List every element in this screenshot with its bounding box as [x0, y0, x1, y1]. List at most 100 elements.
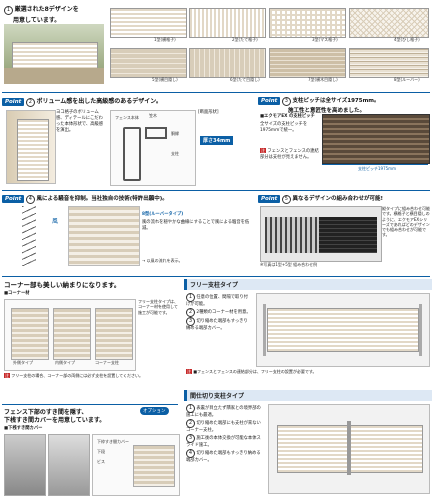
item-number: 3	[186, 434, 195, 443]
free-post-item: 3 切り縮めた端部もすっきり納める端部カバー。	[186, 317, 252, 332]
section-volume: Point 2 ボリューム感を出した高級感のあるデザイン。 ヨコ格子のボリューム…	[2, 96, 252, 188]
design-label: 7型(横木目隠し)	[308, 77, 338, 82]
corner-text: フリー支柱タイプは、コーナー材を使用して施工が可能です。	[138, 299, 178, 315]
point-tag: Point	[258, 97, 281, 105]
free-post-item: 1 任意の位置、間隔で取り付けが可能。	[186, 293, 252, 308]
section-number: 1	[4, 6, 13, 15]
intermediate-post-list: 1 表裏が目立たず隣家との境界部の施工にも最適。 2 切り縮めた端部にも支柱が来…	[186, 404, 264, 464]
section-combination: Point 5 異なるデザインの組み合わせが可能! 縦タイプに組み合わせ可能です…	[258, 194, 430, 274]
corner-label: 外側タイプ	[13, 360, 33, 365]
gap-diagram: 下枠すき間カバー 下段 ビス	[92, 434, 180, 496]
gap-label: ビス	[97, 459, 105, 464]
design-label: 3型(マス格子)	[312, 37, 338, 42]
divider	[2, 276, 430, 277]
warning-mark: 注	[260, 148, 266, 153]
gap-photo-1	[4, 434, 46, 496]
combination-title: 異なるデザインの組み合わせが可能!	[292, 196, 383, 202]
corner-title: コーナー部も美しい納まりになります。	[4, 281, 121, 289]
item-text: 切り縮めた端部にも支柱が来ないコーナー支柱。	[186, 421, 261, 433]
diagram-label: フェンス本体	[115, 115, 139, 120]
design-label: 5型(横目隠し)	[152, 77, 178, 82]
free-post-list: 1 任意の位置、間隔で取り付けが可能。 2 2種類のコーナー材を用意。 3 切り…	[186, 293, 252, 332]
free-post-note: 注 ■フェンスとフェンスの連結部分は、フリー支柱の設置が必要です。	[186, 369, 426, 375]
intermediate-post-item: 1 表裏が目立たず隣家との境界部の施工にも最適。	[186, 404, 264, 419]
design-label: 4型(ひし格子)	[394, 37, 420, 42]
louver-photo	[68, 206, 140, 266]
diagram-label: 胴縁	[171, 131, 179, 136]
section-wind: Point 4 風による騒音を抑制。当社独自の技術(特許出願中)。 風 8型(ル…	[2, 194, 254, 274]
corner-label: 内側タイプ	[55, 360, 75, 365]
pitch-sub: ■エクモアEX の支柱ピッチ	[260, 114, 315, 119]
corner-note: 注 フリー支柱の場合、コーナー部の両側には必ず支柱を設置してください。	[4, 373, 180, 379]
diagram-label: 笠木	[149, 113, 157, 118]
item-number: 1	[186, 404, 195, 413]
pitch-photo	[322, 114, 430, 164]
volume-heading: Point 2 ボリューム感を出した高級感のあるデザイン。	[2, 96, 252, 107]
corner-diagrams: 外側タイプ 内側タイプ コーナー支柱	[4, 299, 136, 371]
item-number: 3	[186, 317, 195, 326]
item-text: 切り縮めた端部もすっきり納める端部カバー。	[186, 319, 248, 331]
section-number: 2	[25, 98, 35, 107]
design-thumb-3	[269, 8, 346, 38]
intermediate-post-title: 間仕切り支柱タイプ	[184, 390, 432, 401]
design-thumb-5	[110, 48, 187, 78]
option-badge: オプション	[140, 407, 169, 415]
item-text: 切り縮めた端部もすっきり納める端部カバー。	[186, 451, 261, 463]
free-post-item: 2 2種類のコーナー材を用意。	[186, 308, 252, 317]
wind-legend: → 以風の流れを表示。	[142, 258, 183, 263]
divider	[2, 190, 430, 191]
divider	[2, 404, 178, 405]
pitch-text: 全サイズの支柱ピッチを1975mmで統一。	[260, 122, 308, 133]
design-label: 1型(横格子)	[154, 37, 176, 42]
item-text: 表裏が目立たず隣家との境界部の施工にも最適。	[186, 406, 261, 418]
item-number: 2	[186, 419, 195, 428]
design-thumb-2	[189, 8, 266, 38]
design-label: 8型(ルーバー)	[394, 77, 420, 82]
pitch-heading: Point 3 支柱ピッチは全サイズ1975mm。 施工性と意匠性を高めました。	[258, 96, 380, 114]
design-thumb-6	[189, 48, 266, 78]
design-thumb-4	[349, 8, 429, 38]
designs-title-line2: 用意しています。	[13, 17, 61, 24]
intermediate-post-item: 4 切り縮めた端部もすっきり納める端部カバー。	[186, 449, 264, 464]
section-number: 3	[281, 97, 291, 106]
warning-mark: 注	[4, 373, 10, 378]
free-post-photo	[256, 293, 430, 367]
wind-title: 風による騒音を抑制。当社独自の技術(特許出願中)。	[36, 196, 168, 202]
point-tag: Point	[2, 98, 25, 106]
corner-sub: ■コーナー材	[4, 291, 30, 296]
wind-legend-text: 以風の流れを表示。	[146, 258, 183, 263]
diagram-label: 支柱	[171, 151, 179, 156]
pitch-note-text: フェンスとフェンスの連結部分は支柱が見えません。	[260, 149, 319, 160]
dimension-line	[322, 164, 428, 165]
dimension-label: 支柱ピッチ1975mm	[358, 166, 396, 171]
combination-heading: Point 5 異なるデザインの組み合わせが可能!	[258, 194, 383, 204]
cross-section-diagram: フェンス本体 笠木 胴縁 支柱	[110, 110, 196, 186]
gap-label: 下段	[97, 449, 105, 454]
wind-text: 風の流れを穏やかな曲線にすることで風による騒音を低減。	[142, 220, 250, 231]
item-number: 2	[186, 308, 195, 317]
gap-sub: ■下桟すき間カバー	[4, 426, 43, 431]
wind-arrow-label: 風	[52, 218, 59, 225]
section-intermediate-post: 間仕切り支柱タイプ 1 表裏が目立たず隣家との境界部の施工にも最適。 2 切り縮…	[184, 390, 432, 498]
section-designs: 1 厳選された8デザインを 用意しています。 1型(横格子) 2型(たて格子) …	[2, 2, 430, 88]
item-number: 1	[186, 293, 195, 302]
divider	[2, 92, 430, 93]
gap-photo-2	[48, 434, 90, 496]
gap-title-line2: 下桟すき間カバーを用意しています。	[4, 417, 106, 424]
pitch-title-line1: 支柱ピッチは全サイズ1975mm。	[292, 98, 380, 104]
point-tag: Point	[2, 195, 25, 203]
warning-mark: 注	[186, 369, 192, 374]
point-tag: Point	[258, 195, 281, 203]
volume-text: ヨコ格子のボリューム感、ディテールにこだわった本体形状で、高級感を演出。	[56, 110, 104, 133]
section-free-post: フリー支柱タイプ 1 任意の位置、間隔で取り付けが可能。 2 2種類のコーナー材…	[184, 279, 432, 389]
combination-caption: ※写真は1型+5型 組み合わせ例	[260, 262, 318, 267]
free-post-note-text: ■フェンスとフェンスの連結部分は、フリー支柱の設置が必要です。	[193, 369, 317, 374]
louver-diagram	[22, 206, 36, 266]
section-corner: コーナー部も美しい納まりになります。 ■コーナー材 外側タイプ 内側タイプ コー…	[2, 279, 180, 403]
design-label: 2型(たて格子)	[232, 37, 258, 42]
pitch-title-line2: 施工性と意匠性を高めました。	[288, 108, 366, 114]
gap-title-line1: フェンス下部のすき間を隠す、	[4, 409, 88, 416]
corner-note-text: フリー支柱の場合、コーナー部の両側には必ず支柱を設置してください。	[11, 373, 144, 378]
section-number: 4	[25, 195, 35, 204]
combination-text: 縦タイプに組み合わせ可能です。横格子と横目隠しのように、エクモアEXシリーズであ…	[382, 206, 430, 238]
